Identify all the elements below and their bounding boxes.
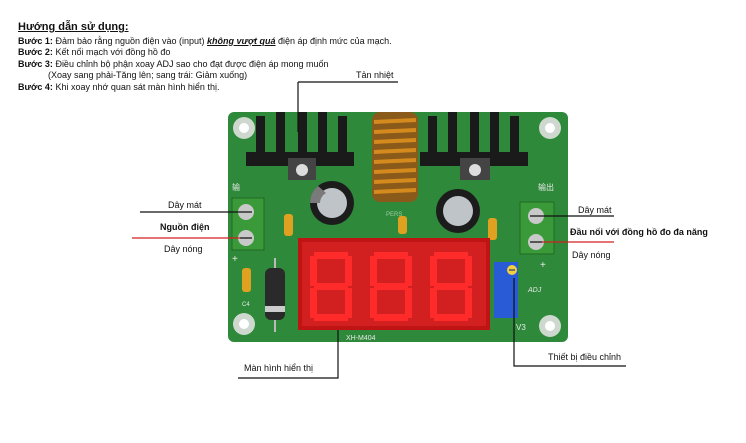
plus-mark: + xyxy=(232,254,238,265)
step-4-text: Khi xoay nhớ quan sát màn hình hiển thị. xyxy=(52,81,220,92)
inductor-coil xyxy=(372,112,418,202)
instructions-block: Hướng dẫn sử dụng: Bước 1: Đảm bảo rằng … xyxy=(18,21,438,94)
meter-connect-label: Đầu nối với đồng hồ đo đa năng xyxy=(570,227,708,237)
capacitor-right xyxy=(436,189,480,233)
input-terminal-block xyxy=(231,197,265,251)
digit-3 xyxy=(430,252,472,321)
step-4-label: Bước 4: xyxy=(18,81,53,92)
step-1-emphasis: không vượt quá xyxy=(207,35,276,46)
adjuster-callout-line xyxy=(513,278,626,367)
digit-1 xyxy=(310,252,352,321)
step-3-text: Điều chỉnh bộ phận xoay ADJ sao cho đạt … xyxy=(52,58,329,69)
hot-right-label: Dây nóng xyxy=(572,250,611,260)
mounting-hole-icon xyxy=(233,117,561,337)
step-2: Bước 2: Kết nối mạch với đồng hồ đo xyxy=(18,47,438,59)
step-3-note: (Xoay sang phải-Tăng lên; sang trái: Giả… xyxy=(48,70,248,80)
adjuster-label: Thiết bị điều chỉnh xyxy=(548,352,622,362)
display-callout-line xyxy=(238,330,339,379)
model-label: XH-M404 xyxy=(346,335,376,342)
step-4: Bước 4: Khi xoay nhớ quan sát màn hình h… xyxy=(18,82,438,94)
digit-2 xyxy=(370,252,412,321)
ground-left-label: Dây mát xyxy=(168,200,202,210)
step-2-text: Kết nối mạch với đồng hồ đo xyxy=(52,47,171,57)
small-capacitor xyxy=(488,218,497,240)
instructions-title: Hướng dẫn sử dụng: xyxy=(18,21,129,33)
cap-label: C4 xyxy=(242,302,250,308)
input-silk-label: 输 xyxy=(232,182,240,192)
heatsink-left xyxy=(246,112,354,180)
small-capacitor xyxy=(284,214,293,236)
hot-left-label: Dây nóng xyxy=(164,244,203,254)
small-capacitor xyxy=(398,216,407,234)
step-1-text-b: điện áp định mức của mạch. xyxy=(275,35,392,46)
ground-right-label: Dây mát xyxy=(578,205,612,215)
step-1-label: Bước 1: xyxy=(18,35,53,46)
version-label: V3 xyxy=(516,323,526,332)
output-terminal-block xyxy=(519,201,555,255)
adj-silk-label: ADJ xyxy=(527,287,542,294)
plus-mark: + xyxy=(540,260,546,271)
step-3: Bước 3: Điều chỉnh bộ phận xoay ADJ sao … xyxy=(18,59,438,71)
step-1: Bước 1: Đảm bảo rằng nguồn điện vào (inp… xyxy=(18,36,438,48)
step-1-text-a: Đảm bảo rằng nguồn điện vào (input) xyxy=(52,35,208,46)
step-2-label: Bước 2: xyxy=(18,47,53,57)
output-silk-label: 输出 xyxy=(538,182,554,192)
inductor-text: PERS xyxy=(386,212,402,218)
small-capacitor xyxy=(242,268,251,292)
diode xyxy=(265,258,285,332)
heatsink-right xyxy=(420,112,528,180)
capacitor-left xyxy=(310,181,354,225)
heatsink-label: Tản nhiệt xyxy=(356,70,394,80)
display-label: Màn hình hiển thị xyxy=(244,363,314,373)
power-source-label: Nguồn điện xyxy=(160,222,210,232)
step-3-label: Bước 3: xyxy=(18,58,53,69)
